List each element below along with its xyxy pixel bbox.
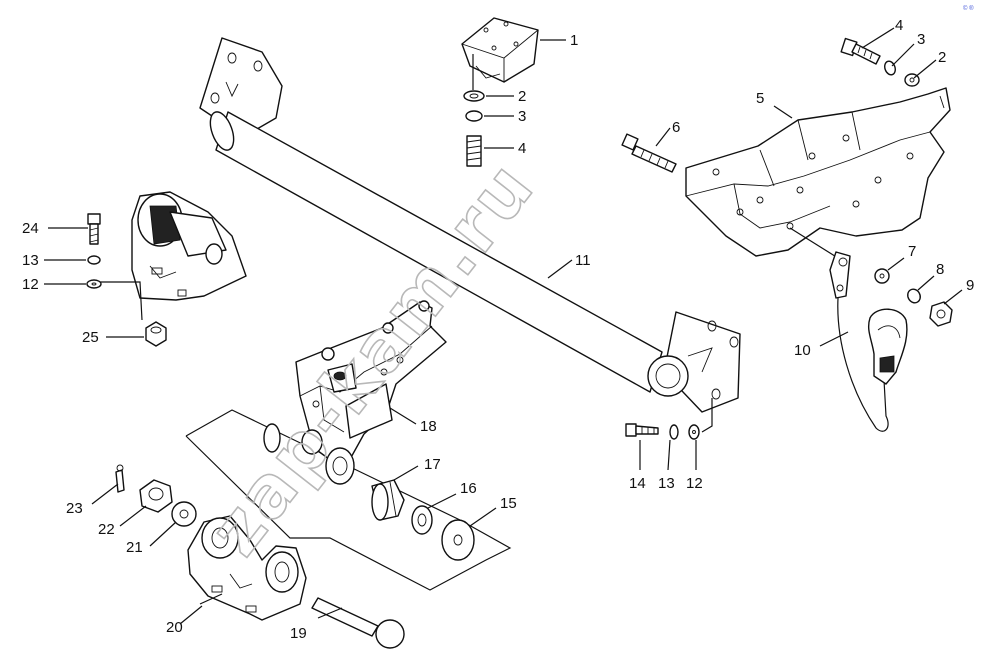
callout-15: 15 — [500, 495, 517, 512]
callout-2b: 2 — [938, 49, 946, 66]
mount-pad-part-1 — [461, 17, 539, 83]
washer-part-12-right — [688, 424, 700, 440]
callout-6: 6 — [672, 119, 680, 136]
callout-3b: 3 — [917, 31, 925, 48]
bolt-part-24 — [87, 213, 101, 245]
washer-part-2 — [463, 90, 485, 102]
callout-22: 22 — [98, 521, 115, 538]
callout-14: 14 — [629, 475, 646, 492]
washer-part-21 — [171, 501, 197, 527]
pin-part-19 — [311, 597, 405, 649]
callout-11: 11 — [575, 252, 591, 269]
callout-12b: 12 — [686, 475, 703, 492]
bolt-part-6 — [621, 133, 677, 173]
corner-mark: © ® — [963, 5, 974, 12]
lock-washer-part-3 — [465, 110, 483, 122]
lock-washer-part-8 — [907, 288, 921, 304]
callout-20: 20 — [166, 619, 183, 636]
nut-part-9 — [929, 301, 953, 327]
callout-12a: 12 — [22, 276, 39, 293]
bolt-part-4 — [466, 135, 482, 167]
callout-18: 18 — [420, 418, 437, 435]
washer-part-7 — [874, 268, 890, 284]
washer-part-16 — [411, 505, 433, 535]
callout-25: 25 — [82, 329, 99, 346]
ground-cable-part-10 — [789, 227, 908, 432]
callout-4b: 4 — [895, 17, 903, 34]
callout-8: 8 — [936, 261, 944, 278]
callout-3a: 3 — [518, 108, 526, 125]
lower-bracket-part-20 — [187, 515, 307, 621]
nut-part-25 — [145, 321, 167, 347]
callout-23: 23 — [66, 500, 83, 517]
washer-part-15 — [441, 519, 475, 561]
callout-19: 19 — [290, 625, 307, 642]
callout-13a: 13 — [22, 252, 39, 269]
callout-7: 7 — [908, 243, 916, 260]
bushing-part-17 — [371, 479, 405, 521]
callout-21: 21 — [126, 539, 143, 556]
callout-16: 16 — [460, 480, 477, 497]
callout-5: 5 — [756, 90, 764, 107]
callout-24: 24 — [22, 220, 39, 237]
lock-washer-part-13-left — [87, 255, 101, 265]
bushing-mount-left — [131, 191, 247, 301]
bolt-part-4-right — [840, 37, 881, 65]
callout-13b: 13 — [658, 475, 675, 492]
cotter-pin-part-23 — [115, 464, 125, 493]
callout-4a: 4 — [518, 140, 526, 157]
cross-tube-part-11 — [199, 37, 741, 413]
side-bracket-part-5 — [685, 87, 951, 257]
bolt-part-14 — [625, 423, 659, 437]
castle-nut-part-22 — [139, 479, 173, 513]
callout-1: 1 — [570, 32, 578, 49]
center-bracket-part-18 — [295, 300, 447, 485]
callout-17: 17 — [424, 456, 441, 473]
washer-part-12-left — [86, 279, 102, 289]
callout-2a: 2 — [518, 88, 526, 105]
washer-behind-bracket — [263, 423, 281, 453]
callout-9: 9 — [966, 277, 974, 294]
callout-10: 10 — [794, 342, 811, 359]
lock-washer-part-13-right — [669, 424, 679, 440]
